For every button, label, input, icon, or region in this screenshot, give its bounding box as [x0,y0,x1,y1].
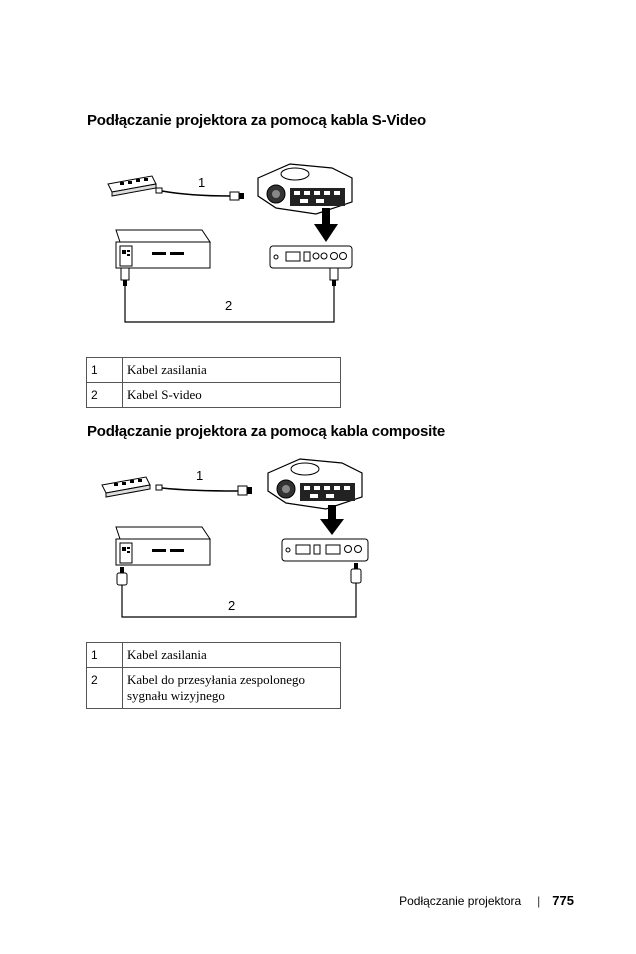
legend-number: 2 [86,667,123,709]
table-row: 1 Kabel zasilania [86,357,341,383]
legend-table-svideo: 1 Kabel zasilania 2 Kabel S-video [86,357,341,408]
legend-table-composite: 1 Kabel zasilania 2 Kabel do przesyłania… [86,642,341,709]
section-heading-svideo: Podłączanie projektora za pomocą kabla S… [87,112,426,129]
projector-connector-panel-icon [281,538,369,562]
legend-text: Kabel do przesyłania zespolonego sygnału… [122,667,341,709]
legend-number: 1 [86,642,123,668]
table-row: 2 Kabel do przesyłania zespolonego sygna… [86,667,341,709]
legend-number: 2 [86,382,123,408]
table-row: 1 Kabel zasilania [86,642,341,668]
callout-1: 1 [198,175,205,190]
section-heading-composite: Podłączanie projektora za pomocą kabla c… [87,423,446,440]
video-source-device-icon [115,229,211,269]
page-number: 775 [552,893,574,908]
power-strip-icon [101,476,151,498]
video-source-device-icon [115,526,211,566]
composite-cable-icon [116,563,362,618]
footer-section-title: Podłączanie projektora [399,893,522,908]
table-row: 2 Kabel S-video [86,382,341,408]
page-footer: Podłączanie projektora | 775 [399,893,574,908]
power-cable-icon [155,187,244,201]
projector-icon [257,163,353,215]
callout-2: 2 [225,298,232,313]
legend-text: Kabel zasilania [122,357,341,383]
legend-text: Kabel zasilania [122,642,341,668]
callout-1: 1 [196,468,203,483]
down-arrow-icon [320,505,344,535]
power-strip-icon [107,175,157,197]
down-arrow-icon [314,208,338,242]
callout-2: 2 [228,598,235,613]
footer-separator: | [537,893,541,908]
projector-connector-panel-icon [269,245,353,269]
legend-number: 1 [86,357,123,383]
projector-icon [267,458,363,510]
composite-connection-diagram: 1 [101,458,369,618]
svideo-cable-icon [120,267,339,323]
svideo-connection-diagram: 1 [107,163,353,323]
power-cable-icon [155,484,252,496]
legend-text: Kabel S-video [122,382,341,408]
